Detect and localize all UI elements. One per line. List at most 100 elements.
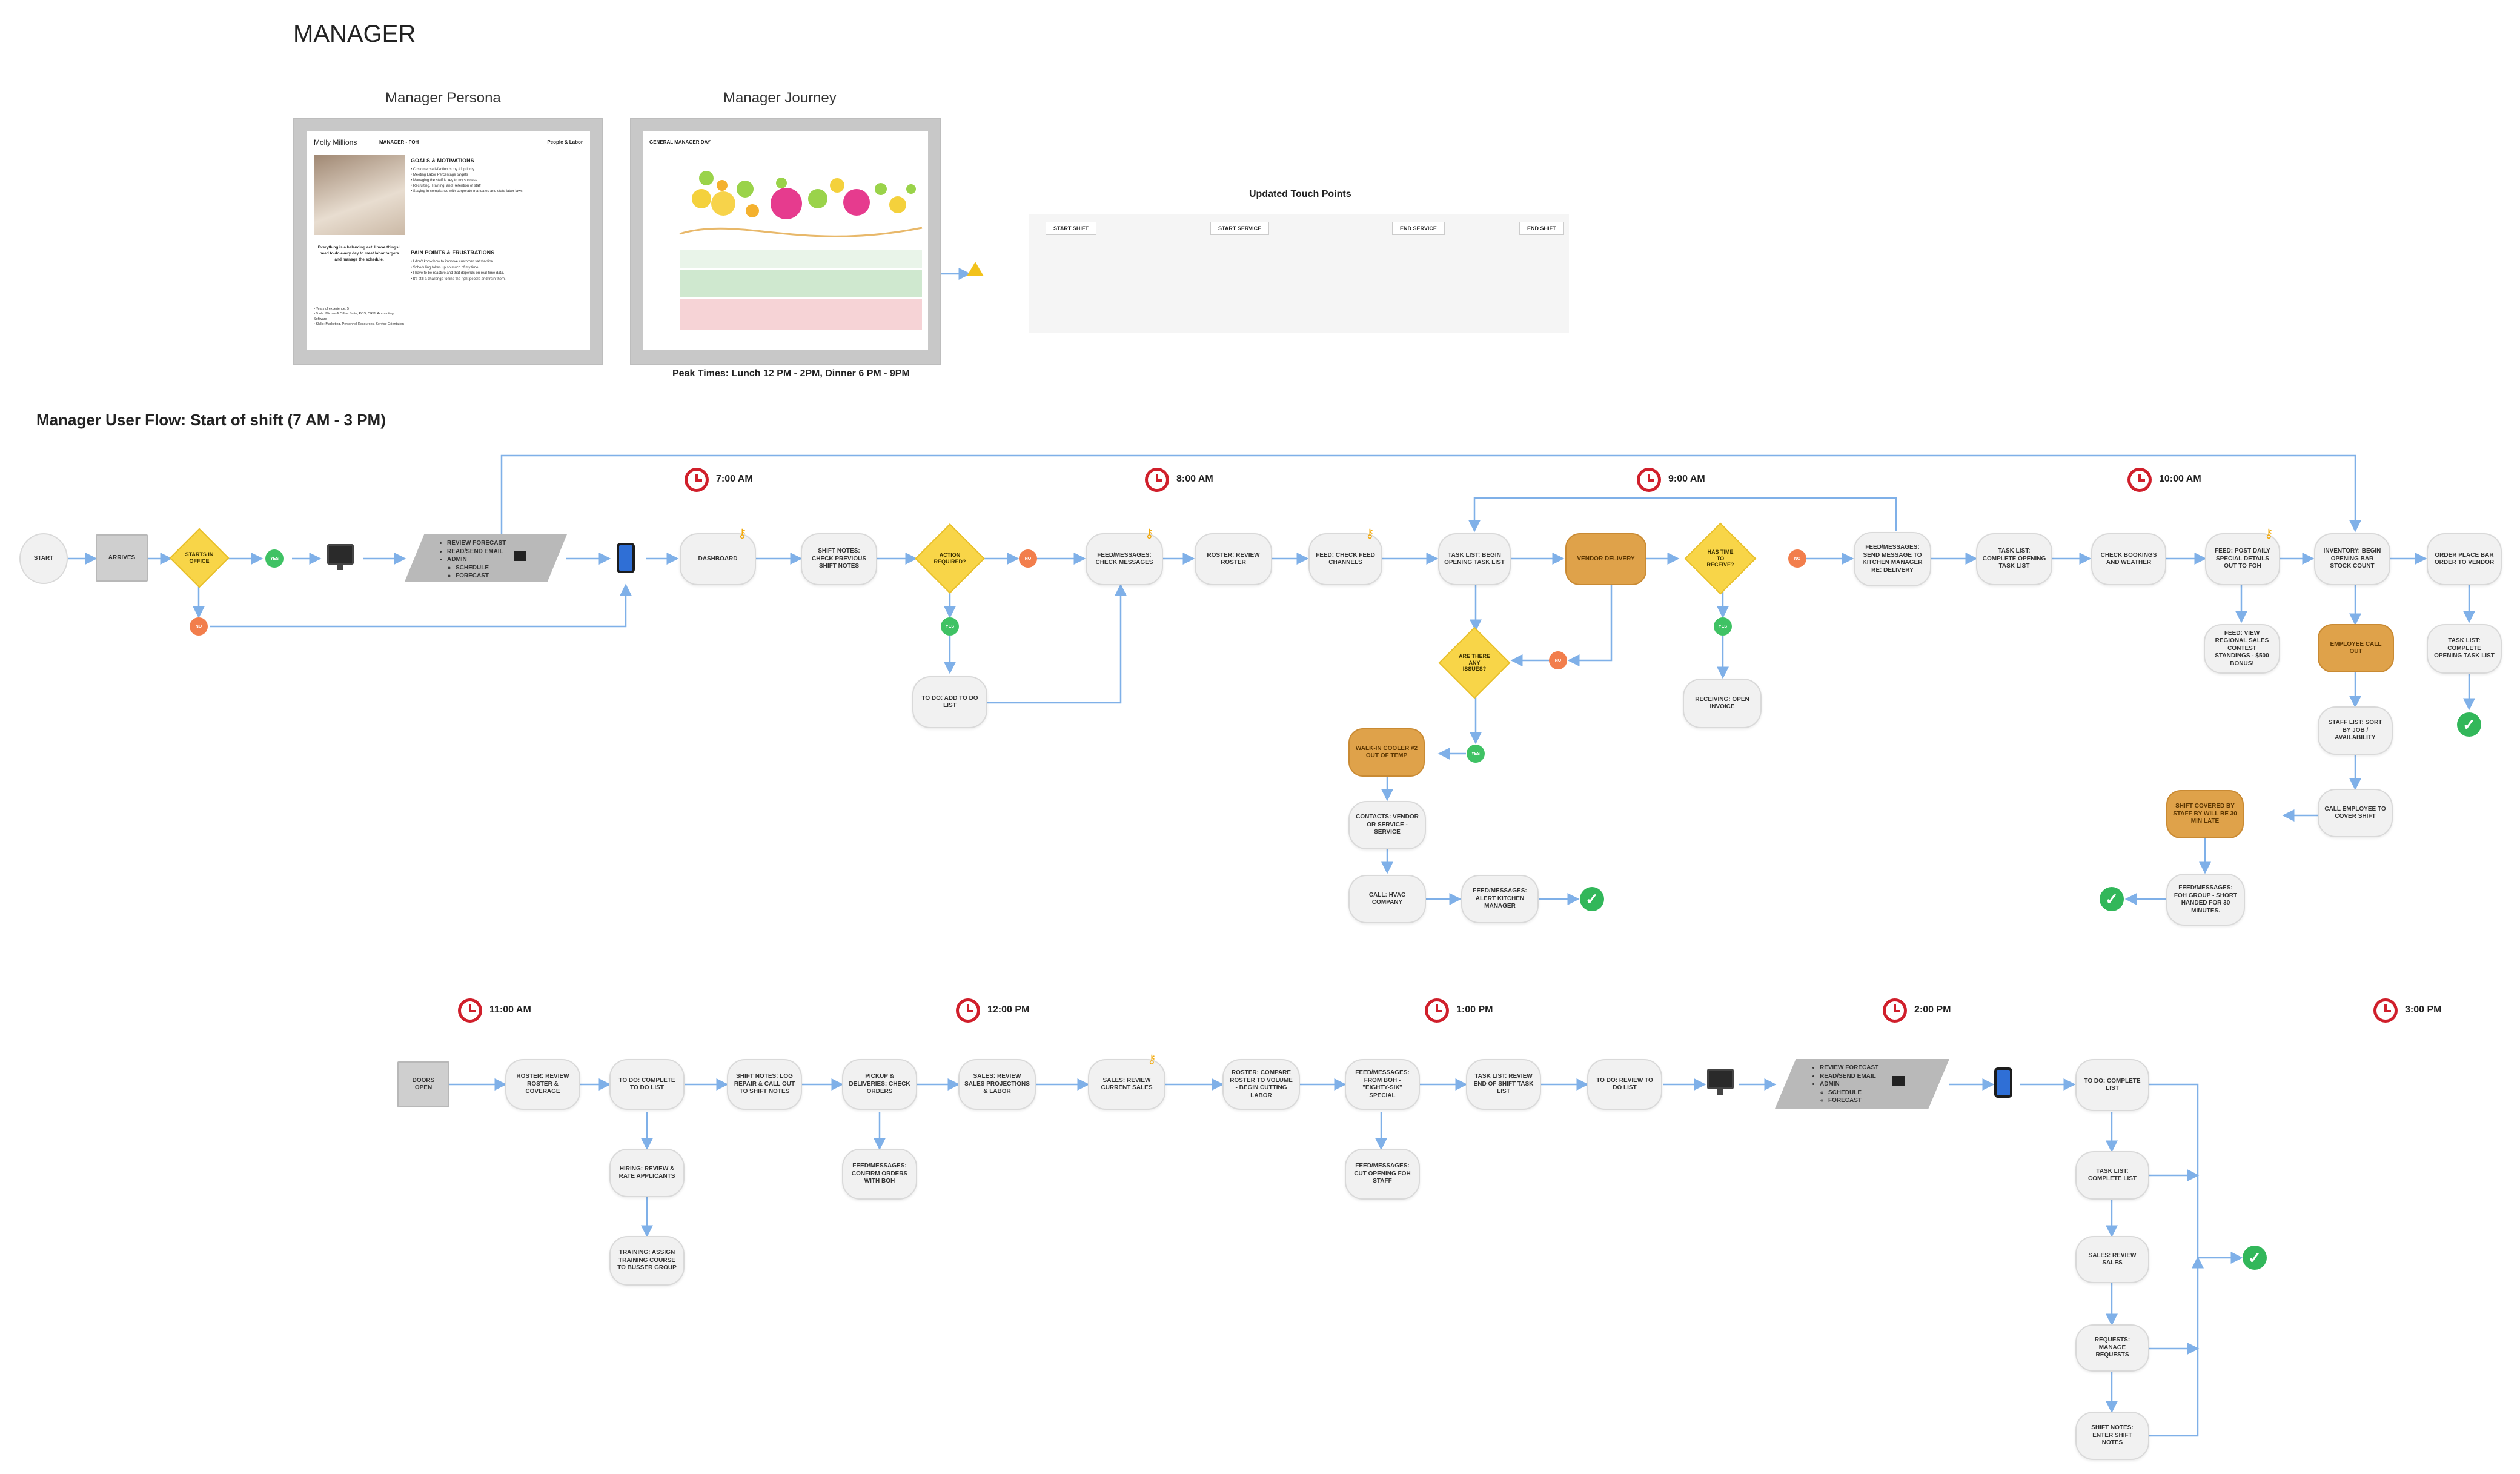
book-icon [1892,1076,1905,1086]
flow-title: Manager User Flow: Start of shift (7 AM … [36,411,386,429]
facts-list: • Years of experience: 5• Tools: Microso… [314,307,405,327]
complete-check-icon: ✓ [2100,887,2124,911]
persona-card: Molly Millions MANAGER - FOH People & La… [307,131,590,350]
receiving-node[interactable]: RECEIVING: OPEN INVOICE [1683,679,1762,728]
roster-compare-node[interactable]: ROSTER: COMPARE ROSTER TO VOLUME - BEGIN… [1222,1059,1300,1110]
task-complete-node[interactable]: TASK LIST: COMPLETE LIST [2075,1151,2149,1200]
complete-check-icon: ✓ [2457,712,2481,737]
start-node[interactable]: START [19,533,68,584]
clock-icon [685,468,709,492]
list-item: • Meeting Labor Percentage targets [411,173,468,177]
review-item: READ/SEND EMAIL [447,548,506,556]
sales-review-node[interactable]: SALES: REVIEW SALES [2075,1236,2149,1283]
book-icon [514,551,526,561]
post-daily-node[interactable]: FEED: POST DAILY SPECIAL DETAILS OUT TO … [2205,533,2280,585]
yes-dot: YES [941,617,959,636]
goals-list: • Customer satisfaction is my #1 priorit… [411,167,583,194]
clock-icon [1637,468,1661,492]
no-dot: NO [1549,651,1567,669]
time-label: 7:00 AM [716,474,753,484]
complete-check-icon: ✓ [2243,1246,2267,1270]
time-label: 10:00 AM [2159,474,2201,484]
review-admin-parallelogram[interactable] [1775,1059,1949,1109]
complete-check-icon: ✓ [1580,887,1604,911]
shift-notes-enter-node[interactable]: SHIFT NOTES: ENTER SHIFT NOTES [2075,1412,2149,1460]
task-begin-node[interactable]: TASK LIST: BEGIN OPENING TASK LIST [1438,533,1511,585]
decision-label: ARE THERE ANY ISSUES? [1459,652,1491,672]
shift-covered-node[interactable]: SHIFT COVERED BY STAFF BY WILL BE 30 MIN… [2166,790,2244,838]
sales-projections-node[interactable]: SALES: REVIEW SALES PROJECTIONS & LABOR [958,1059,1036,1110]
touchpoints-title: Updated Touch Points [1249,189,1351,199]
key-icon: ⚷ [2264,527,2273,540]
employee-callout-node[interactable]: EMPLOYEE CALL OUT [2318,624,2394,672]
todo-complete-node[interactable]: TO DO: COMPLETE TO DO LIST [609,1059,685,1110]
regional-sales-node[interactable]: FEED: VIEW REGIONAL SALES CONTEST STANDI… [2204,624,2280,674]
current-sales-node[interactable]: SALES: REVIEW CURRENT SALES [1088,1059,1166,1110]
journey-caption: Manager Journey [723,90,837,106]
pains-list: • I don't know how to improve customer s… [411,259,583,282]
inventory-node[interactable]: INVENTORY: BEGIN OPENING BAR STOCK COUNT [2314,533,2390,585]
order-bar-node[interactable]: ORDER PLACE BAR ORDER TO VENDOR [2427,533,2502,585]
review-item: REVIEW FORECAST [1820,1064,1878,1072]
key-icon: ⚷ [1365,527,1374,540]
review-subitem: FORECAST [456,572,506,580]
dashboard-node[interactable]: DASHBOARD [680,533,756,585]
persona-thumbnail[interactable]: Molly Millions MANAGER - FOH People & La… [293,118,603,365]
confirm-orders-node[interactable]: FEED/MESSAGES: CONFIRM ORDERS WITH BOH [842,1149,917,1200]
feed-check-messages-node[interactable]: FEED/MESSAGES: CHECK MESSAGES [1086,533,1163,585]
vendor-delivery-node[interactable]: VENDOR DELIVERY [1565,533,1646,585]
touchpoint-stage: END SHIFT [1519,222,1564,235]
page-title: MANAGER [293,21,416,47]
list-item: • Years of experience: 5 [314,307,349,311]
complete-opening-node[interactable]: TASK LIST: COMPLETE OPENING TASK LIST [1976,533,2052,585]
no-dot: NO [1019,549,1037,568]
check-bookings-node[interactable]: CHECK BOOKINGS AND WEATHER [2091,533,2166,585]
complete-opening2-node[interactable]: TASK LIST: COMPLETE OPENING TASK LIST [2427,624,2502,674]
desktop-icon [1707,1069,1734,1095]
alert-kitchen-node[interactable]: FEED/MESSAGES: ALERT KITCHEN MANAGER [1461,875,1539,923]
hiring-node[interactable]: HIRING: REVIEW & RATE APPLICANTS [609,1149,685,1197]
contacts-vendor-node[interactable]: CONTACTS: VENDOR OR SERVICE - SERVICE [1348,801,1426,849]
doors-open-node[interactable]: DOORS OPEN [397,1061,449,1107]
requests-node[interactable]: REQUESTS: MANAGE REQUESTS [2075,1324,2149,1372]
from-boh-node[interactable]: FEED/MESSAGES: FROM BOH - "EIGHTY-SIX" S… [1345,1059,1420,1110]
cut-opening-node[interactable]: FEED/MESSAGES: CUT OPENING FOH STAFF [1345,1149,1420,1200]
todo-add-node[interactable]: TO DO: ADD TO DO LIST [912,676,987,728]
time-label: 12:00 PM [987,1004,1030,1015]
todo-complete2-node[interactable]: TO DO: COMPLETE LIST [2075,1059,2149,1111]
roster-coverage-node[interactable]: ROSTER: REVIEW ROSTER & COVERAGE [505,1059,580,1110]
walkin-cooler-node[interactable]: WALK-IN COOLER #2 OUT OF TEMP [1348,728,1425,777]
starts-in-office-decision[interactable]: STARTS IN OFFICE [169,528,230,588]
warning-icon [967,262,984,276]
shift-notes-node[interactable]: SHIFT NOTES: CHECK PREVIOUS SHIFT NOTES [801,533,877,585]
review-admin-parallelogram[interactable] [405,534,567,582]
end-of-shift-node[interactable]: TASK LIST: REVIEW END OF SHIFT TASK LIST [1466,1059,1541,1110]
pickup-node[interactable]: PICKUP & DELIVERIES: CHECK ORDERS [842,1059,917,1110]
has-time-decision[interactable]: HAS TIME TO RECEIVE? [1684,522,1757,595]
action-required-decision[interactable]: ACTION REQUIRED? [915,523,985,594]
persona-name: Molly Millions [314,138,357,147]
any-issues-decision[interactable]: ARE THERE ANY ISSUES? [1438,626,1511,699]
training-node[interactable]: TRAINING: ASSIGN TRAINING COURSE TO BUSS… [609,1236,685,1286]
touchpoint-stage: START SHIFT [1046,222,1096,235]
call-hvac-node[interactable]: CALL: HVAC COMPANY [1348,875,1426,923]
todo-review-node[interactable]: TO DO: REVIEW TO DO LIST [1587,1059,1662,1110]
foh-group-node[interactable]: FEED/MESSAGES: FOH GROUP - SHORT HANDED … [2166,874,2245,926]
review-admin-list: REVIEW FORECASTREAD/SEND EMAILADMINSCHED… [1811,1064,1878,1105]
clock-icon [2373,998,2398,1023]
review-item: ADMINSCHEDULEFORECAST [447,556,506,580]
arrives-node[interactable]: ARRIVES [96,534,148,582]
roster-review-node[interactable]: ROSTER: REVIEW ROSTER [1195,533,1272,585]
list-item: • I have to be reactive and that depends… [411,271,505,276]
feed-channels-node[interactable]: FEED: CHECK FEED CHANNELS [1308,533,1382,585]
send-message-node[interactable]: FEED/MESSAGES: SEND MESSAGE TO KITCHEN M… [1854,532,1931,586]
shift-log-node[interactable]: SHIFT NOTES: LOG REPAIR & CALL OUT TO SH… [727,1059,802,1110]
mobile-icon [1994,1067,2012,1098]
staff-sort-node[interactable]: STAFF LIST: SORT BY JOB / AVAILABILITY [2318,706,2393,755]
journey-thumbnail[interactable]: GENERAL MANAGER DAY [630,118,941,365]
no-dot: NO [190,617,208,636]
journey-heading: GENERAL MANAGER DAY [649,139,711,145]
call-employee-node[interactable]: CALL EMPLOYEE TO COVER SHIFT [2318,789,2393,837]
